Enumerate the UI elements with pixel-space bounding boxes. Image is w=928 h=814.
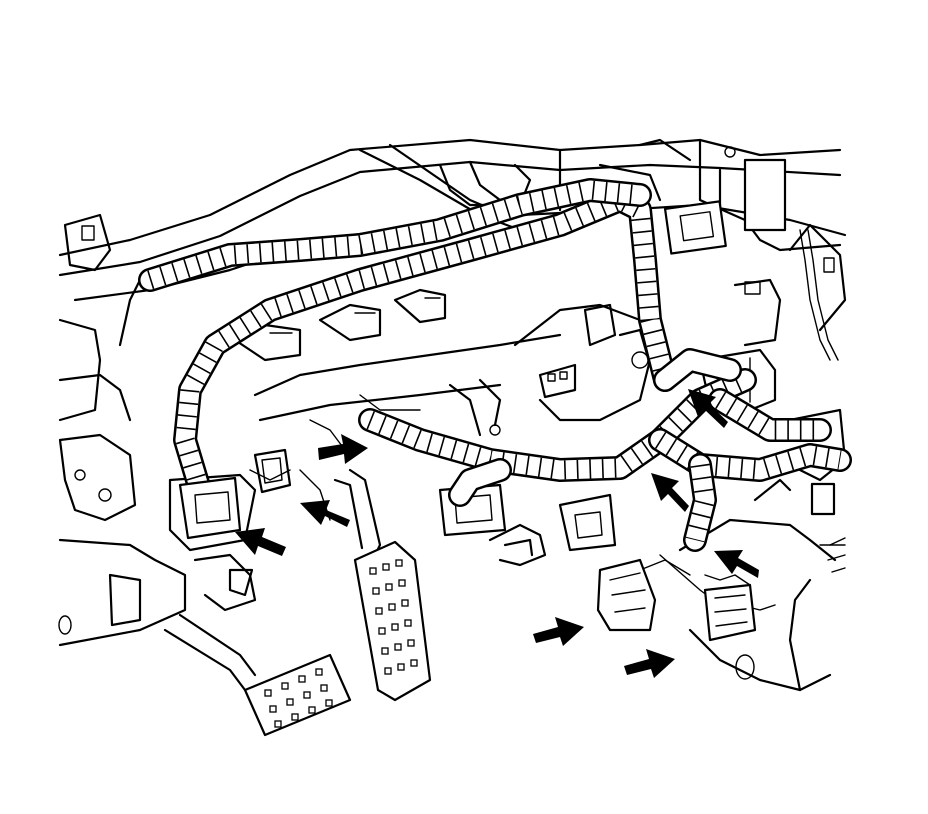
connector-left [178,476,242,540]
callout-arrow-6 [714,550,759,578]
callout-arrow-1 [318,434,368,464]
connector-lower-right [703,574,757,642]
brake-pedal [163,613,352,737]
callout-arrow-7 [533,617,584,646]
callout-arrow-5 [651,473,689,512]
dash-structure [58,138,847,692]
wiring-harness [138,178,852,611]
callout-arrow-4 [688,389,728,428]
connector-lower-center [596,558,657,632]
callout-arrows [235,389,759,678]
accelerator-pedal [333,468,432,702]
callout-arrow-3 [235,528,286,556]
callout-arrow-2 [300,500,350,527]
callout-arrow-8 [624,649,675,678]
